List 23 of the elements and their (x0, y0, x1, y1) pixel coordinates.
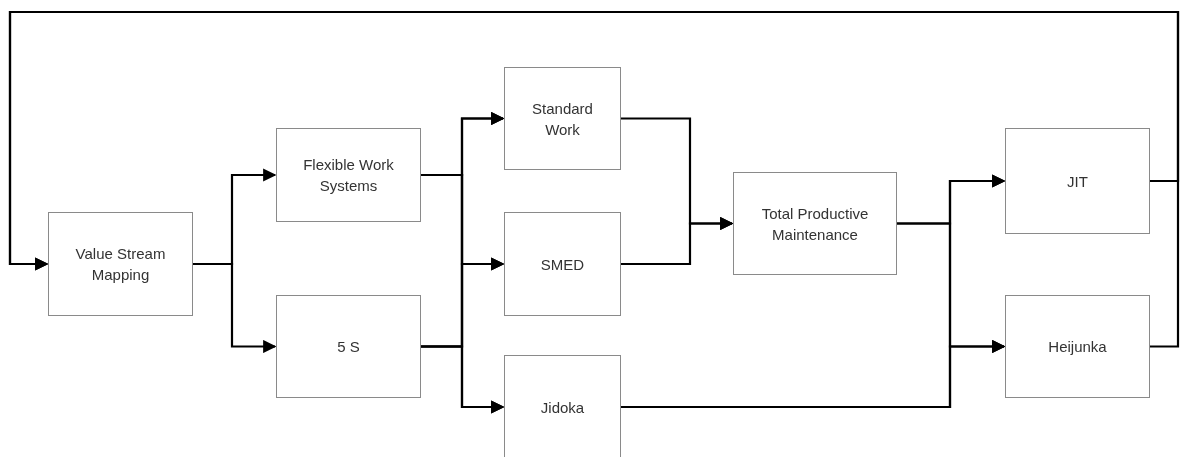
arrow (621, 216, 734, 266)
process-box (276, 295, 421, 398)
box-label: JIT (1067, 171, 1088, 192)
box-label: Heijunka (1048, 337, 1107, 357)
process-box (504, 212, 621, 316)
box-label: Value Stream Mapping (74, 244, 167, 285)
box-label: Total Productive Maintenance (760, 203, 870, 245)
arrow (193, 262, 277, 354)
box-label: SMED (540, 254, 585, 275)
process-box (48, 212, 193, 316)
process-box (733, 172, 897, 275)
arrow (421, 345, 505, 414)
process-box (276, 128, 421, 222)
box-label: 5 S (337, 337, 360, 357)
box-label: Standard Work (531, 98, 594, 140)
process-box (1005, 128, 1150, 234)
box-label: Flexible Work Systems (302, 155, 395, 196)
arrow (621, 339, 1006, 409)
process-box (1005, 295, 1150, 398)
box-label: Jidoka (540, 397, 585, 418)
process-box (504, 67, 621, 170)
process-box (504, 355, 621, 457)
arrow (8, 10, 1180, 348)
